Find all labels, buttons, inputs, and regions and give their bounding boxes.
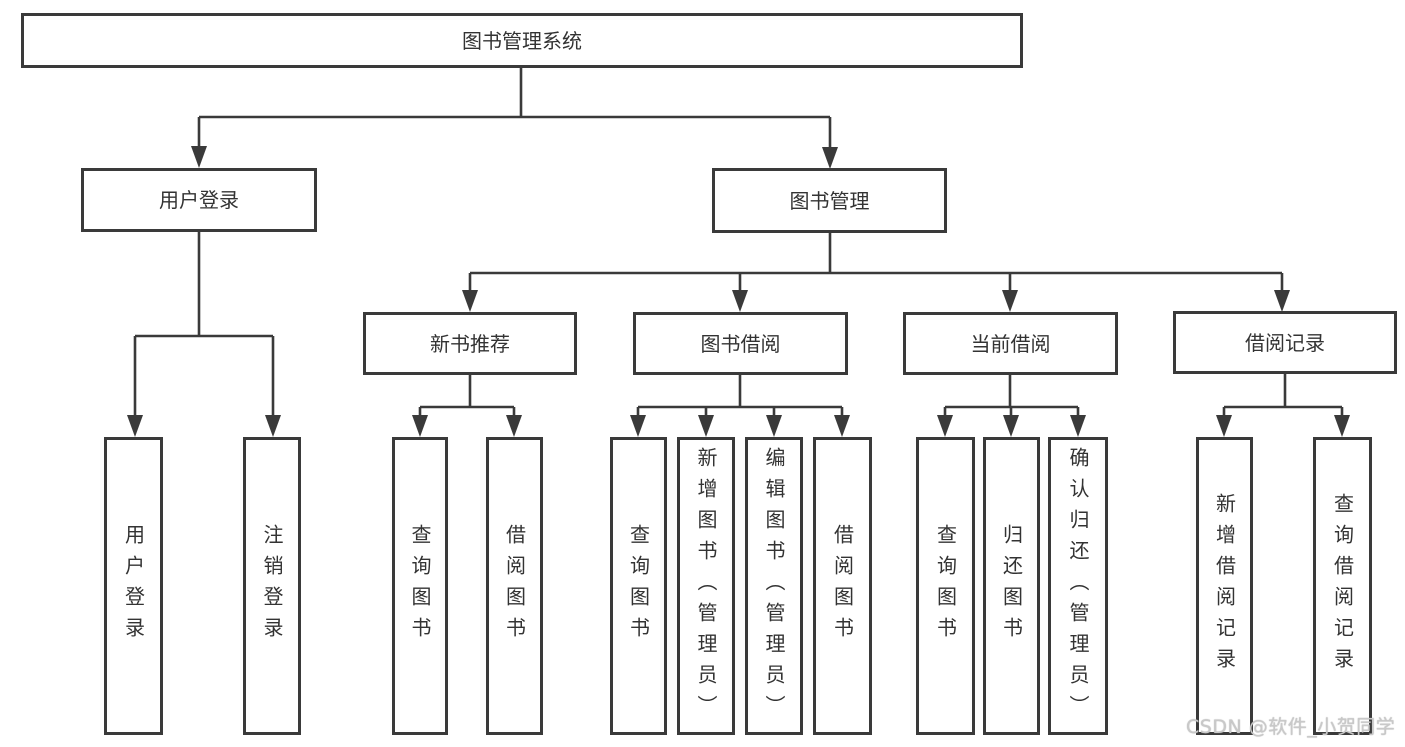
- leaf-query-borrow-record: 查询借阅记录: [1313, 437, 1372, 735]
- arrow-down-icon: [1003, 415, 1019, 437]
- arrow-down-icon: [1334, 415, 1350, 437]
- node-new-book-rec: 新书推荐: [363, 312, 577, 375]
- arrowheads: [127, 146, 1350, 437]
- leaf-user-login: 用户登录: [104, 437, 163, 735]
- arrow-down-icon: [127, 415, 143, 437]
- leaf-query-books-3: 查询图书: [916, 437, 975, 735]
- arrow-down-icon: [1070, 415, 1086, 437]
- node-current-borrow: 当前借阅: [903, 312, 1118, 375]
- arrow-down-icon: [1216, 415, 1232, 437]
- connector-root: [197, 68, 832, 163]
- arrow-down-icon: [766, 415, 782, 437]
- node-book-mgmt: 图书管理: [712, 168, 947, 233]
- arrow-down-icon: [1002, 290, 1018, 312]
- node-borrow-record: 借阅记录: [1173, 311, 1397, 374]
- arrow-down-icon: [834, 415, 850, 437]
- leaf-confirm-return-admin: 确认归还（管理员）: [1048, 437, 1108, 735]
- leaf-query-books-1: 查询图书: [392, 437, 448, 735]
- arrow-down-icon: [191, 146, 207, 168]
- leaf-borrow-books-2: 借阅图书: [813, 437, 872, 735]
- leaf-add-books-admin: 新增图书（管理员）: [677, 437, 735, 735]
- leaf-edit-books-admin: 编辑图书（管理员）: [745, 437, 803, 735]
- connector-borrow-record: [1222, 374, 1344, 431]
- arrow-down-icon: [1274, 290, 1290, 312]
- arrow-down-icon: [265, 415, 281, 437]
- arrow-down-icon: [732, 290, 748, 312]
- arrow-down-icon: [822, 147, 838, 169]
- arrow-down-icon: [698, 415, 714, 437]
- leaf-add-borrow-record: 新增借阅记录: [1196, 437, 1253, 735]
- node-book-borrow: 图书借阅: [633, 312, 848, 375]
- arrow-down-icon: [630, 415, 646, 437]
- leaf-return-books: 归还图书: [983, 437, 1040, 735]
- node-root: 图书管理系统: [21, 13, 1023, 68]
- connector-book-mgmt: [468, 233, 1284, 306]
- connector-user-login: [133, 232, 275, 431]
- leaf-borrow-books-1: 借阅图书: [486, 437, 543, 735]
- arrow-down-icon: [937, 415, 953, 437]
- leaf-logout: 注销登录: [243, 437, 301, 735]
- arrow-down-icon: [506, 415, 522, 437]
- node-user-login: 用户登录: [81, 168, 317, 232]
- arrow-down-icon: [462, 290, 478, 312]
- leaf-query-books-2: 查询图书: [610, 437, 667, 735]
- watermark: CSDN @软件_小贺同学: [1186, 716, 1396, 738]
- connector-new-book: [418, 375, 516, 431]
- arrow-down-icon: [412, 415, 428, 437]
- connector-book-borrow: [636, 375, 844, 431]
